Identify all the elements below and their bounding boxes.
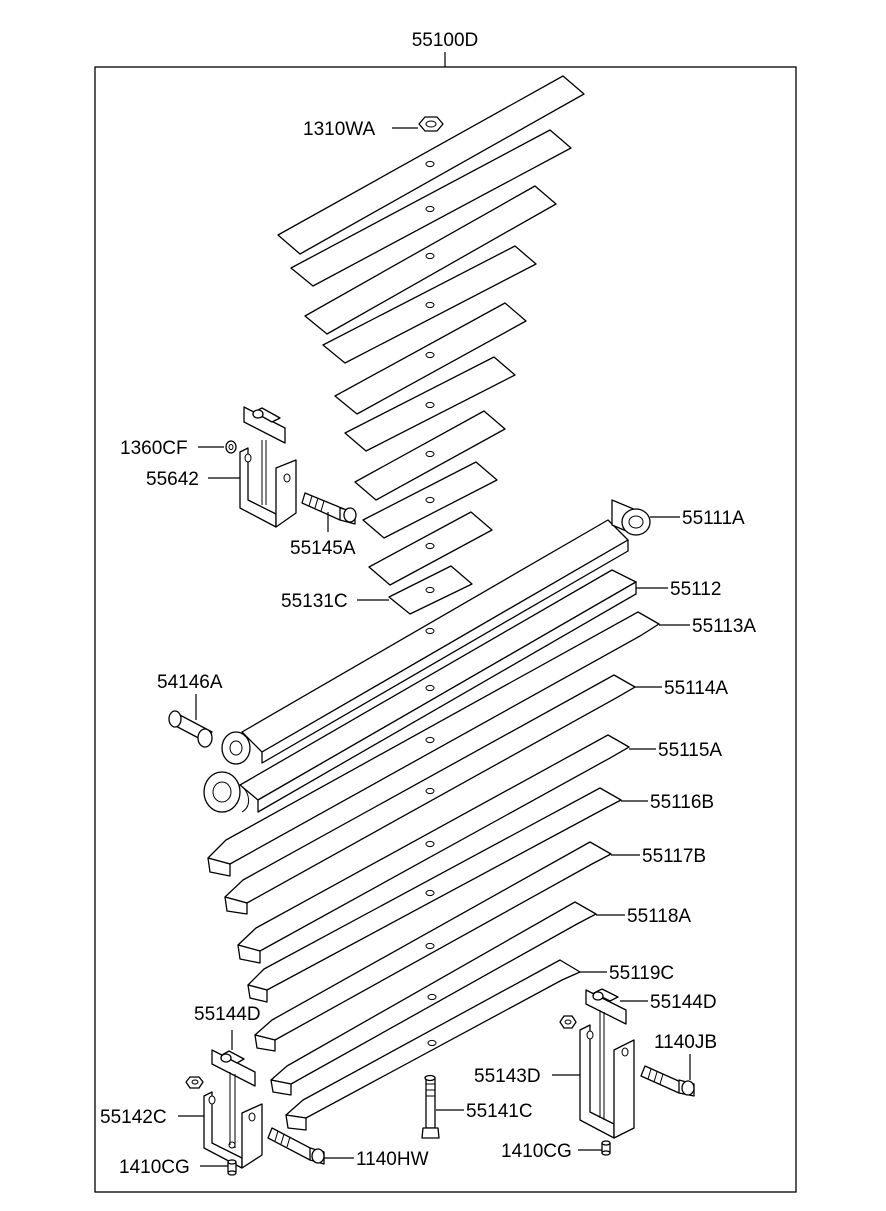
thin-leaf-6	[344, 356, 516, 452]
assembly-label: 55100D	[412, 30, 479, 51]
label-leaf-2: 55112	[670, 579, 721, 600]
leaf-2	[203, 569, 637, 813]
label-leaf-7: 55117B	[642, 846, 706, 867]
upper-leaf-stack	[277, 75, 585, 615]
thin-leaf-3	[304, 185, 557, 335]
shackle-right	[579, 988, 635, 1139]
label-leaf-6: 55116B	[650, 792, 714, 813]
label-leaf-8: 55118A	[627, 906, 691, 927]
bolt-right-icon	[640, 1065, 695, 1097]
washer-icon	[225, 440, 237, 454]
label-leaf-9: 55119C	[609, 963, 674, 984]
leaf-5	[237, 734, 630, 964]
thin-leaf-8	[362, 461, 498, 539]
grease-fitting-right-icon	[601, 1140, 611, 1156]
bushing-eye-right	[611, 499, 651, 536]
label-grease-right: 1410CG	[501, 1141, 572, 1162]
thin-leaf-5	[334, 302, 527, 415]
label-leaf-5: 55115A	[658, 740, 722, 761]
label-bushing-eye-right: 55111A	[682, 508, 745, 529]
bolt-left-lower-icon	[267, 1127, 325, 1165]
bolt-left-upper-icon	[301, 492, 357, 525]
label-bolt-right: 1140JB	[654, 1032, 717, 1053]
label-nut-top: 1310WA	[303, 119, 375, 140]
leaf-1-main	[221, 519, 629, 765]
thin-leaf-7	[354, 410, 506, 501]
thin-leaf-9	[368, 511, 493, 586]
label-spacer-leaf: 55131C	[281, 591, 348, 612]
thin-leaf-1	[277, 75, 585, 255]
label-center-bolt: 55141C	[466, 1101, 533, 1122]
label-shackle-left: 55142C	[100, 1107, 167, 1128]
thin-leaf-4	[322, 245, 537, 364]
grease-fitting-left-icon	[227, 1159, 237, 1176]
bushing-left-icon	[168, 710, 213, 748]
spacer-leaf	[388, 565, 473, 615]
leaf-7	[254, 841, 612, 1052]
label-grease-left: 1410CG	[119, 1157, 190, 1178]
leaf-8	[270, 901, 597, 1096]
leaf-3	[207, 611, 660, 877]
label-bolt-left-lower: 1140HW	[356, 1149, 429, 1170]
label-bushing-left: 54146A	[157, 672, 223, 693]
center-bolt-icon	[421, 1074, 440, 1139]
thin-leaf-2	[290, 129, 572, 287]
label-pin-left: 55144D	[194, 1004, 261, 1025]
nut-left-lower-icon	[185, 1076, 204, 1089]
label-leaf-3: 55113A	[692, 616, 756, 637]
label-bolt-left-upper: 55145A	[290, 538, 356, 559]
label-pin-right: 55144D	[650, 992, 717, 1013]
hex-nut-icon	[418, 116, 444, 132]
leaf-6	[247, 787, 622, 1003]
bracket-left-upper	[239, 406, 297, 528]
label-bracket-left-upper: 55642	[146, 469, 199, 490]
label-washer-left: 1360CF	[120, 438, 188, 459]
shackle-left	[203, 1049, 263, 1169]
label-leaf-4: 55114A	[664, 678, 728, 699]
main-leaf-stack	[203, 499, 660, 1131]
label-shackle-right: 55143D	[474, 1066, 541, 1087]
nut-right-icon	[559, 1015, 577, 1029]
